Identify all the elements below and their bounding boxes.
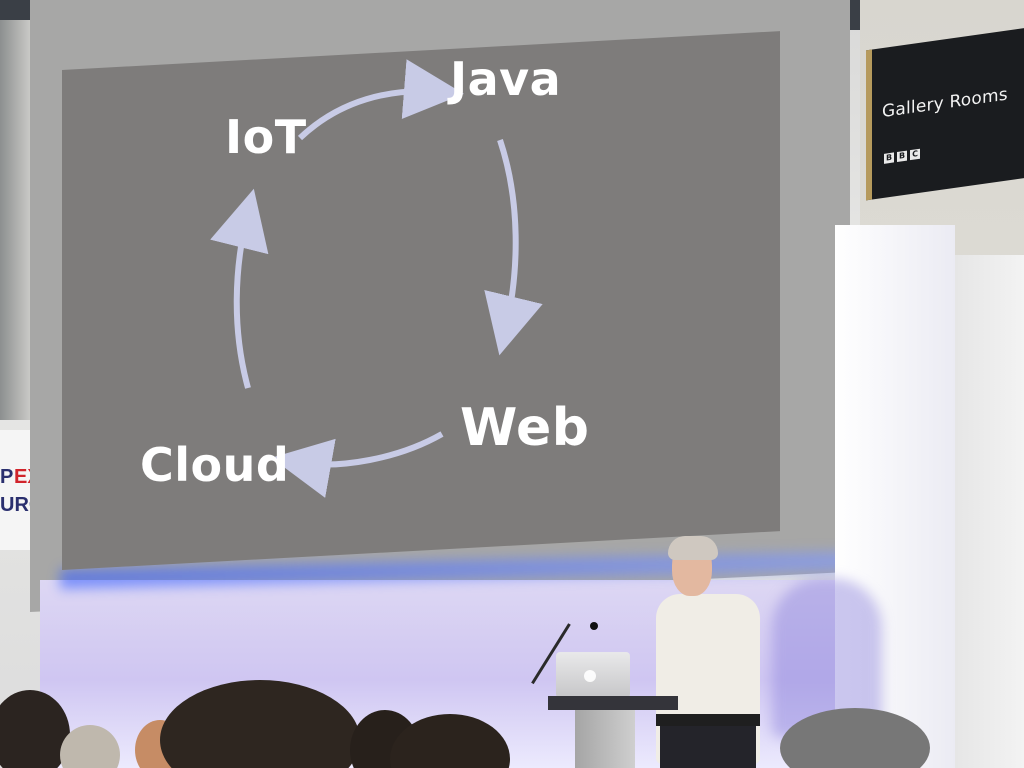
speaker-belt xyxy=(656,714,760,726)
arrow-iot-to-java xyxy=(297,59,464,141)
stage-right-block-2 xyxy=(955,255,1024,768)
podium-top xyxy=(548,696,678,710)
audience-head xyxy=(0,690,70,768)
apple-logo-icon xyxy=(584,670,596,682)
banner-text-1a: P xyxy=(0,466,14,488)
slide-word-java: Java xyxy=(450,52,562,106)
speaker-hair xyxy=(668,536,718,560)
stage-right-block xyxy=(835,225,955,768)
microphone-icon xyxy=(590,622,598,630)
audience-head xyxy=(780,708,930,768)
speaker-trousers xyxy=(660,726,756,768)
audience-head xyxy=(60,725,120,768)
arrow-web-to-cloud xyxy=(271,431,444,498)
audience-head xyxy=(160,680,360,768)
arrow-cloud-to-iot xyxy=(210,188,269,389)
slide-word-cloud: Cloud xyxy=(140,438,290,492)
podium-leg xyxy=(575,710,635,768)
speaker xyxy=(640,536,810,768)
slide-word-web: Web xyxy=(460,398,590,458)
slide-word-iot: IoT xyxy=(225,110,307,164)
left-pillar xyxy=(0,20,30,420)
audience xyxy=(0,680,1024,768)
arrow-java-to-web xyxy=(484,139,543,356)
